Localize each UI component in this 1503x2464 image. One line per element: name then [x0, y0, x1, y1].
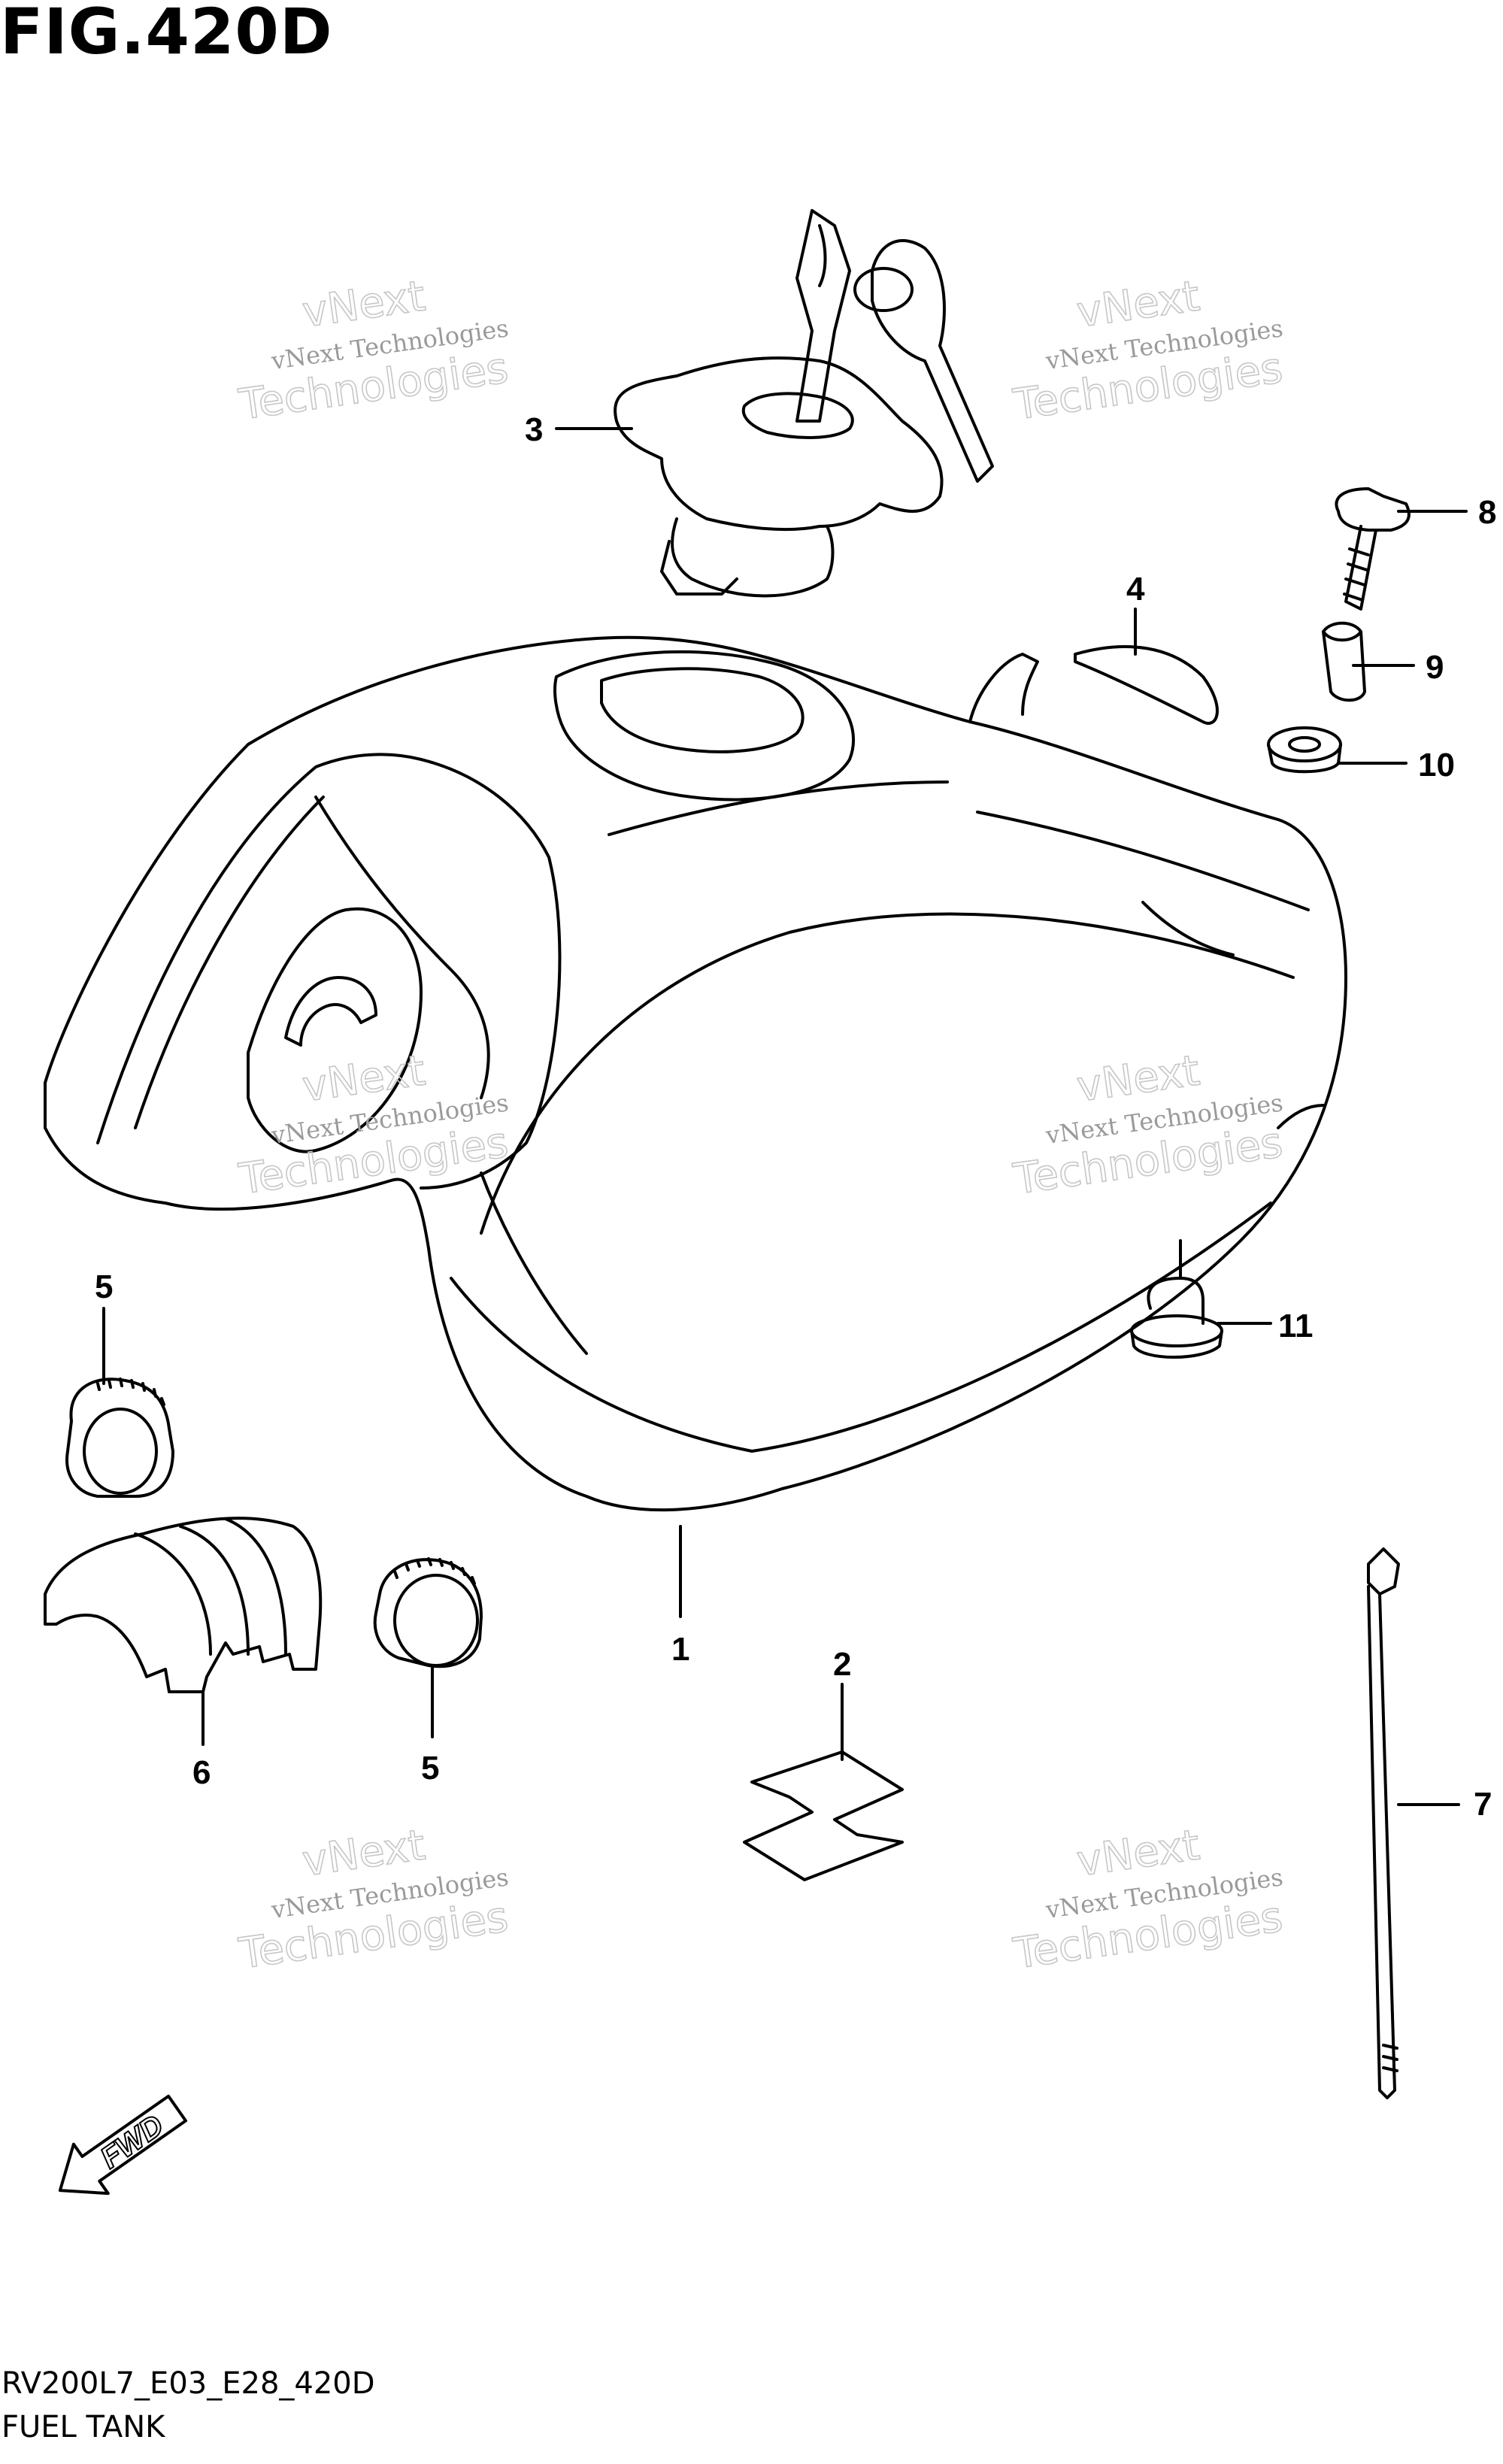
callout-5-lower: 5 [421, 1750, 439, 1787]
callout-10: 10 [1418, 747, 1455, 783]
callout-11: 11 [1278, 1308, 1314, 1344]
cushion-roller-upper-part [65, 1377, 174, 1498]
callout-1: 1 [671, 1631, 689, 1668]
figure-name: FUEL TANK [2, 2410, 165, 2444]
fuel-cap-part [614, 209, 994, 598]
callout-5-upper: 5 [95, 1268, 113, 1305]
cushion-roller-lower-part [373, 1557, 483, 1668]
callout-8: 8 [1478, 494, 1496, 531]
callout-9: 9 [1426, 649, 1444, 686]
callout-2: 2 [833, 1646, 851, 1683]
emblem-part [743, 1750, 904, 1881]
cushion-part [1074, 645, 1219, 725]
figure-title: FIG.420D [0, 0, 333, 68]
callout-4: 4 [1126, 571, 1145, 608]
cushion-block-part [44, 1517, 323, 1693]
watermark-middle-right: vNext vNext Technologies Technologies [1010, 1046, 1286, 1205]
watermark-top-left: vNext vNext Technologies Technologies [235, 271, 512, 431]
fuel-tank-part [44, 635, 1347, 1512]
clamp-part [1367, 1547, 1400, 2099]
grommet-part [1267, 726, 1342, 774]
fwd-arrow: FWD [58, 2094, 188, 2196]
diagram-code: RV200L7_E03_E28_420D [2, 2366, 375, 2401]
watermark-bottom-right: vNext vNext Technologies Technologies [1010, 1820, 1286, 1980]
bolt-part [1335, 487, 1411, 611]
spacer-part [1322, 621, 1366, 702]
callout-7: 7 [1474, 1786, 1492, 1823]
callout-6: 6 [192, 1754, 211, 1791]
watermark-top-right: vNext vNext Technologies Technologies [1010, 271, 1286, 431]
watermark-bottom-left: vNext vNext Technologies Technologies [235, 1820, 512, 1980]
callout-3: 3 [525, 411, 543, 448]
